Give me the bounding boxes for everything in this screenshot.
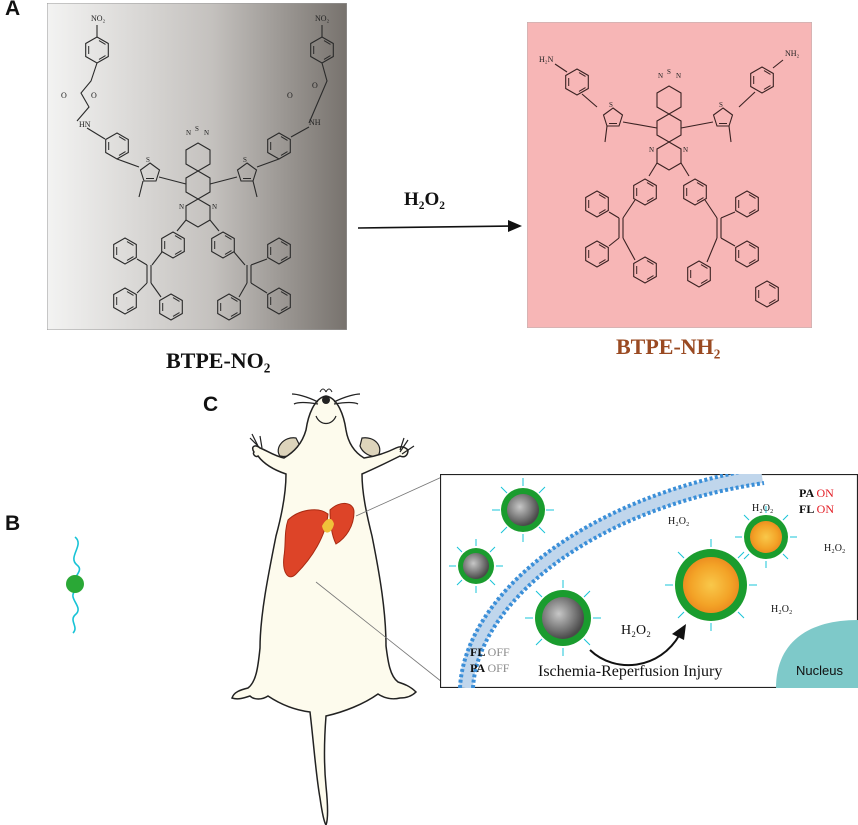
mouse-illustration (231, 388, 444, 825)
nitro-group-right: NO₂ (315, 14, 330, 23)
svg-text:S: S (146, 156, 150, 164)
svg-text:N: N (212, 203, 217, 211)
product-structure-box: H₂N NH₂ S S N S N N N (527, 22, 812, 328)
svg-text:S: S (719, 101, 723, 109)
svg-text:N: N (683, 146, 688, 154)
fl-off-status: FL OFF (470, 645, 510, 659)
svg-text:S: S (243, 156, 247, 164)
cell-inset (440, 474, 858, 688)
svg-text:N: N (658, 72, 663, 80)
svg-text:N: N (186, 129, 191, 137)
pa-off-status: PA OFF (470, 661, 510, 675)
svg-text:NH: NH (309, 118, 321, 127)
reagent-label: H₂O₂ (404, 189, 445, 210)
h2o2-label-3: H₂O₂ (824, 543, 846, 554)
btpe-nh2-skeleton: H₂N NH₂ S S N S N N N (539, 49, 800, 308)
btpe-no2-skeleton: NO₂ NO₂ O O O O HN NH S S N S N N N (61, 14, 334, 321)
svg-text:N: N (649, 146, 654, 154)
svg-text:S: S (195, 125, 199, 133)
svg-text:S: S (667, 68, 671, 76)
panel-letter-c: C (203, 393, 219, 416)
reactant-name: BTPE-NO₂ (166, 348, 271, 373)
h2o2-label-4: H₂O₂ (771, 604, 793, 615)
liver-icon (283, 503, 355, 578)
reaction-arrow (357, 220, 522, 232)
pa-on-status: PA ON (799, 486, 834, 500)
conversion-arrow-label: H₂O₂ (621, 623, 651, 638)
svg-text:S: S (609, 101, 613, 109)
nitro-group-left: NO₂ (91, 14, 106, 23)
svg-text:N: N (204, 129, 209, 137)
svg-text:N: N (179, 203, 184, 211)
svg-text:HN: HN (79, 120, 91, 129)
nucleus (776, 620, 858, 688)
nanoparticle-icon (458, 488, 788, 646)
svg-text:O: O (287, 91, 293, 100)
amine-group-left: H₂N (539, 55, 554, 64)
svg-text:O: O (61, 91, 67, 100)
svg-text:O: O (312, 81, 318, 90)
nucleus-label: Nucleus (796, 663, 843, 678)
amine-group-right: NH₂ (785, 49, 800, 58)
nanoparticle-unit-icon (66, 536, 84, 634)
reactant-structure-box: NO₂ NO₂ O O O O HN NH S S N S N N N (47, 3, 347, 330)
fl-on-status: FL ON (799, 502, 835, 516)
product-name: BTPE-NH₂ (616, 334, 721, 359)
h2o2-label-2: H₂O₂ (752, 503, 774, 514)
inset-caption: Ischemia-Reperfusion Injury (538, 663, 723, 680)
h2o2-label-1: H₂O₂ (668, 516, 690, 527)
cell-membrane (458, 474, 765, 688)
svg-text:N: N (676, 72, 681, 80)
panel-letter-b: B (5, 512, 21, 535)
panel-letter-a: A (5, 0, 21, 20)
svg-text:O: O (91, 91, 97, 100)
